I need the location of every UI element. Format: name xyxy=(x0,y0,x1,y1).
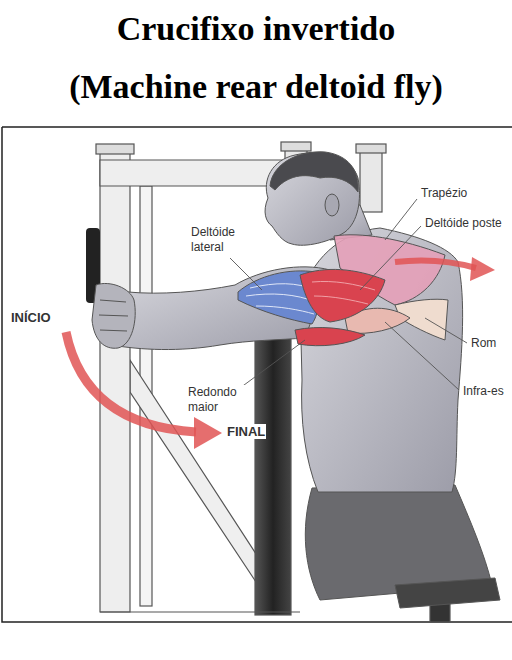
muscle-label: Deltóide poste xyxy=(424,216,503,231)
motion-arrows xyxy=(66,257,495,449)
post-cap xyxy=(356,144,386,153)
seat xyxy=(395,578,500,608)
hair xyxy=(270,152,358,192)
title-text: Crucifixo invertido (Machine rear deltoi… xyxy=(56,0,456,116)
muscle-label: Redondo maior xyxy=(187,385,253,415)
motion-arrow xyxy=(66,332,196,432)
ear xyxy=(325,194,339,216)
muscle-striations xyxy=(312,281,375,304)
machine-post xyxy=(360,150,382,212)
post-cap xyxy=(96,144,134,154)
head xyxy=(265,153,359,245)
leader-line xyxy=(425,318,467,343)
arrow-head xyxy=(470,257,495,281)
hand xyxy=(92,283,135,348)
muscle-label: Infra-es xyxy=(462,384,505,399)
post-cap xyxy=(281,142,311,151)
leader-line xyxy=(385,199,417,240)
leader-line xyxy=(360,226,421,290)
muscle-label: Trapézio xyxy=(420,186,468,201)
muscle-label: Deltóide lateral xyxy=(190,225,256,255)
motion-arrow xyxy=(395,260,476,268)
arrow-head xyxy=(194,417,222,449)
motion-label: INÍCIO xyxy=(10,310,52,325)
muscle-label: Rom xyxy=(470,336,497,351)
leader-line xyxy=(385,322,459,390)
finger-lines xyxy=(99,300,128,331)
motion-label: FINAL xyxy=(226,424,266,439)
leader-line xyxy=(240,340,305,388)
frame-border xyxy=(2,127,512,622)
teres-major-muscle xyxy=(295,328,365,346)
machine-base xyxy=(100,611,300,612)
machine-brace xyxy=(130,360,260,588)
machine-post xyxy=(100,152,130,612)
leader-line xyxy=(230,258,262,290)
